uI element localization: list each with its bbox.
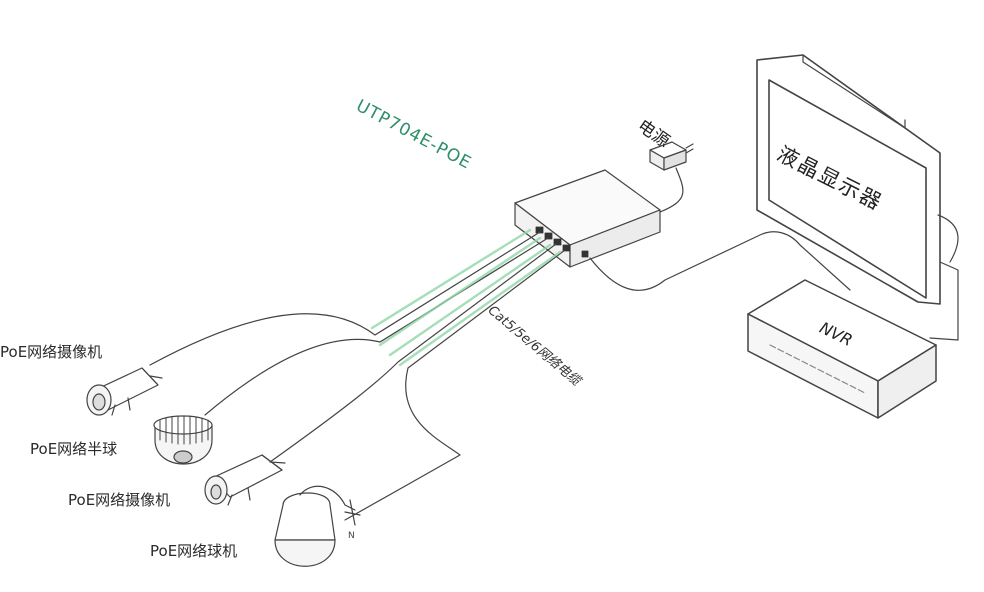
speed-dome-camera-icon: N <box>274 485 361 567</box>
dome-camera-icon <box>153 415 213 465</box>
bullet-camera-icon <box>86 367 163 416</box>
power-adapter-icon <box>649 141 694 213</box>
poe-switch <box>514 169 661 268</box>
cable-switch-to-nvr <box>589 231 851 291</box>
bullet-camera-icon <box>204 454 286 506</box>
device-label-speed-dome: PoE网络球机 <box>150 542 238 560</box>
device-label-camera-1: PoE网络摄像机 <box>0 343 103 361</box>
lcd-monitor <box>756 54 959 341</box>
nvr-recorder <box>747 279 937 419</box>
device-label-camera-2: PoE网络摄像机 <box>68 491 171 509</box>
switch-ports <box>535 226 589 258</box>
svg-text:N: N <box>348 531 355 541</box>
network-cables <box>149 228 566 521</box>
device-label-dome: PoE网络半球 <box>30 440 118 458</box>
